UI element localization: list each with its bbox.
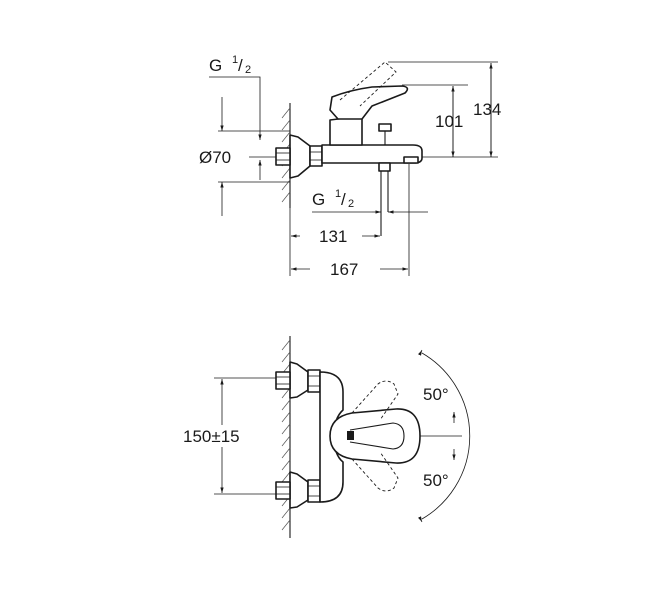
dim-167: 167 (330, 260, 358, 279)
lever-raised-side (339, 61, 397, 107)
angle-top-label: 50° (423, 385, 449, 404)
lever-front (329, 408, 421, 464)
thread-bottom-den: 2 (348, 198, 354, 210)
thread-top-slash: / (238, 56, 243, 75)
dim-101: 101 (435, 112, 463, 131)
angle-bottom-label: 50° (423, 471, 449, 490)
lever-swung-down (351, 451, 399, 492)
lever-front-recess (349, 422, 405, 450)
wall-nut-front-top (275, 371, 291, 390)
connection-nut-front-top (307, 369, 321, 393)
thread-top-den: 2 (245, 64, 251, 76)
thread-bottom-g: G (312, 190, 325, 209)
thread-top-num: 1 (232, 54, 238, 66)
cartridge-housing-side (329, 115, 363, 146)
connection-nut-front-bottom (307, 479, 321, 503)
wall-nut-side (275, 147, 291, 166)
thread-top-g: G (209, 56, 222, 75)
thread-bottom-num: 1 (335, 188, 341, 200)
rosette-front-bottom (289, 471, 309, 509)
diameter-label: Ø70 (199, 148, 231, 167)
lever-side (329, 85, 409, 120)
dim-131: 131 (319, 227, 347, 246)
lever-swung-up (351, 380, 399, 421)
lever-logo (347, 431, 354, 440)
dim-134: 134 (473, 100, 501, 119)
diverter-knob-side (378, 123, 392, 132)
thread-label-top: G 1 / 2 (209, 54, 251, 76)
spout-outlet-side (403, 156, 419, 164)
thread-leader-top (209, 76, 261, 130)
angle-arc (421, 352, 471, 520)
side-view: G 1 / 2 Ø70 G 1 / 2 (199, 54, 501, 279)
front-view: 50° 50° 150±15 (183, 336, 471, 538)
dim-150: 150±15 (183, 427, 240, 446)
hose-outlet-side (378, 162, 391, 172)
wall-nut-front-bottom (275, 481, 291, 500)
connection-nut-side (309, 145, 323, 167)
thread-bottom-slash: / (341, 190, 346, 209)
rosette-side (289, 134, 311, 179)
rosette-front-top (289, 361, 309, 399)
thread-label-bottom: G 1 / 2 (312, 188, 354, 210)
wall-front (281, 336, 291, 538)
